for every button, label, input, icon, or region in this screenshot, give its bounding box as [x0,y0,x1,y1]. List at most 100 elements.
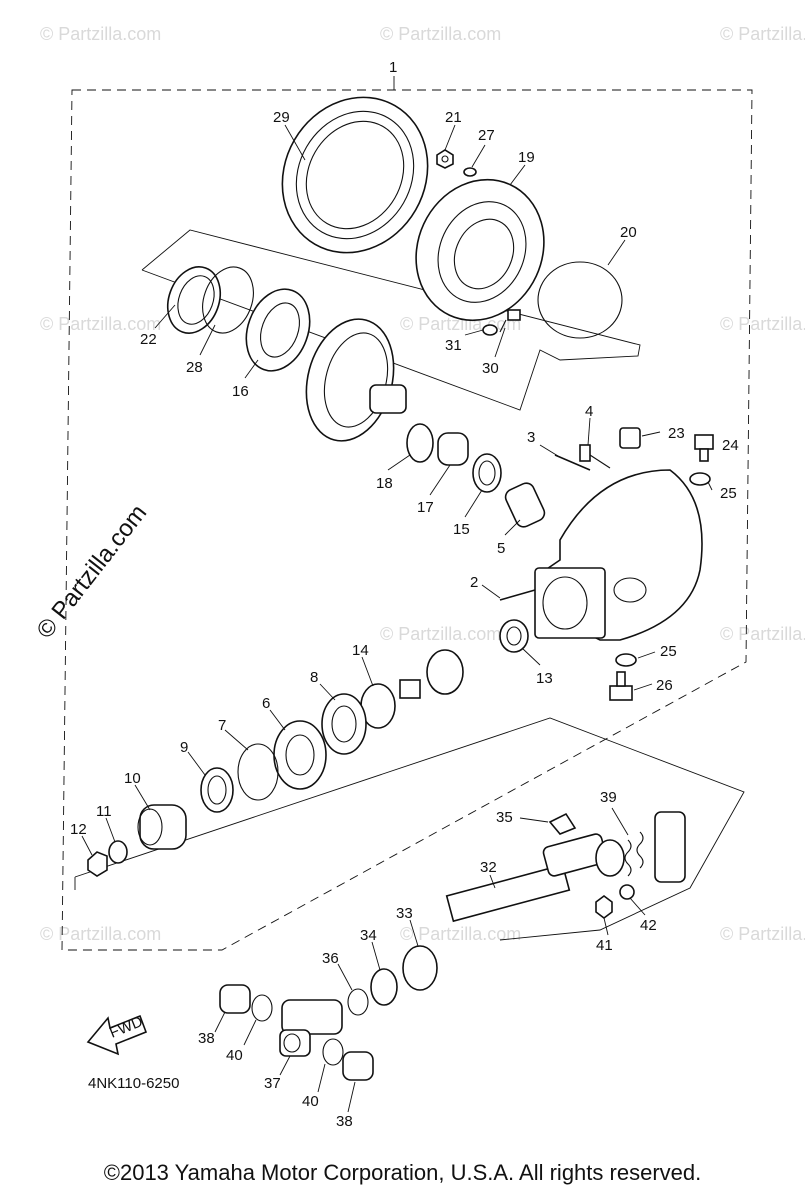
callout: 38 [336,1113,353,1130]
callout: 38 [198,1030,215,1047]
bearing-housing [415,178,545,322]
sleeve-5 [504,482,546,528]
bearing-8 [321,693,367,755]
callout: 9 [180,739,188,756]
circlip-28 [202,266,254,334]
callout: 30 [482,360,499,377]
callout: 12 [70,821,87,838]
callout: 10 [124,770,141,787]
watermark-text: © Partzilla.com [40,24,161,44]
washer-small [463,167,477,177]
callout: 32 [480,859,497,876]
callout: 23 [668,425,685,442]
watermark-brand-rotated: © Partzilla.com [31,500,152,644]
nut-12 [87,851,108,877]
callout: 11 [96,803,112,820]
washer-34 [370,968,398,1006]
callout: 6 [262,695,270,712]
oil-seal-large [281,96,429,254]
o-ring-large [537,261,623,339]
bolt-30 [499,309,521,333]
watermark-text: © Partzilla.com [380,624,501,644]
callout: 28 [186,359,203,376]
callout: 14 [352,642,369,659]
callout: 21 [445,109,462,126]
assembly-boundary [61,89,753,951]
callout: 7 [218,717,226,734]
callout: 26 [656,677,673,694]
bushing-33 [402,945,438,991]
coupling-10 [137,804,187,850]
callout: 8 [310,669,318,686]
bearing-17 [437,432,469,466]
bearing-cap-38-left [219,984,251,1014]
washer-31 [482,324,498,336]
washer-11 [108,840,128,864]
circlip-40-right [322,1038,344,1066]
bearing-retainer-6 [273,720,327,790]
callout: 16 [232,383,249,400]
callout: 19 [518,149,535,166]
callout: 4 [585,403,593,420]
washer-42 [619,884,635,900]
bushing-13 [499,619,529,653]
universal-joint-37 [279,999,343,1057]
final-gear-case [534,469,703,641]
bearing-15 [472,453,502,493]
stud-2 [499,589,536,601]
circlip-36 [347,988,369,1016]
drain-plug-26 [609,671,633,701]
bolt-4 [579,444,611,469]
watermark-text: © Partzilla.com [720,314,805,334]
callout: 37 [264,1075,281,1092]
oil-seal-9 [200,767,234,813]
callout: 33 [396,905,413,922]
drive-shaft-32 [445,833,608,923]
callout: 22 [140,331,157,348]
callout: 29 [273,109,290,126]
circlip-40-left [251,994,273,1022]
watermark-text: © Partzilla.com [720,24,805,44]
o-ring-7 [237,743,279,801]
callout-labels: 1 29 21 27 19 20 22 28 16 31 30 4 3 23 2… [70,59,739,1130]
callout: 39 [600,789,617,806]
callout: 34 [360,927,377,944]
callout: 13 [536,670,553,687]
callout: 35 [496,809,513,826]
ring-gear [305,318,407,442]
bolt-24 [694,434,714,462]
watermark-text: © Partzilla.com [720,624,805,644]
bearing-16 [245,288,311,372]
part-code: 4NK110-6250 [88,1075,179,1092]
callout: 18 [376,475,393,492]
nut-small [436,149,454,169]
group-outline-upper [141,229,641,411]
watermark-text: © Partzilla.com [380,24,501,44]
callout: 2 [470,574,478,591]
clip-35 [548,812,577,835]
callout: 24 [722,437,739,454]
watermark-text: © Partzilla.com [40,314,161,334]
copyright-footer: ©2013 Yamaha Motor Corporation, U.S.A. A… [103,1160,702,1185]
callout: 40 [226,1047,243,1064]
callout: 27 [478,127,495,144]
callout-assembly: 1 [389,59,397,76]
callout: 5 [497,540,505,557]
gear-39 [595,811,686,883]
callout: 25 [660,643,677,660]
callout: 42 [640,917,657,934]
callout: 3 [527,429,535,446]
washer-25-upper [689,472,711,486]
stud-3 [554,454,591,471]
washer-25-lower [615,653,637,667]
watermark-text: © Partzilla.com [40,924,161,944]
bearing-cap-38-right [342,1051,374,1081]
callout: 40 [302,1093,319,1110]
washer-18 [406,423,434,463]
callout: 36 [322,950,339,967]
cap-23 [619,427,641,449]
callout: 25 [720,485,737,502]
oil-seal-22 [166,266,222,334]
pinion-gear [399,649,464,699]
